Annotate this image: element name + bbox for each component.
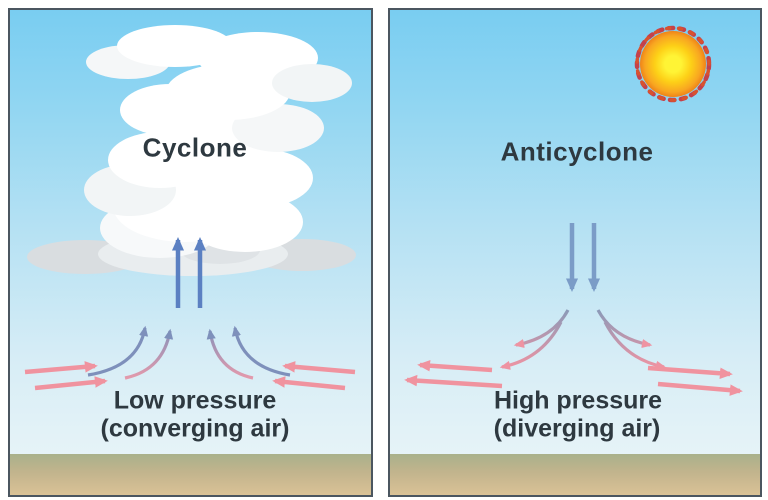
ground-left xyxy=(10,454,371,495)
ground-right xyxy=(390,454,760,495)
diverging-air-label: (diverging air) xyxy=(493,414,661,443)
converging-surface-wind-arrows xyxy=(24,361,356,391)
cumulonimbus-cloud-icon xyxy=(27,25,356,276)
cyclone-panel: Cyclone Low pressure (converging air) xyxy=(8,8,373,497)
downdraft-arrows xyxy=(565,223,601,293)
anticyclone-graphics xyxy=(404,25,743,396)
diverging-surface-wind-arrows xyxy=(404,359,743,396)
high-pressure-label: High pressure xyxy=(493,386,663,415)
anticyclone-title: Anticyclone xyxy=(500,136,654,167)
cyclone-graphics xyxy=(24,25,356,391)
converging-air-label: (converging air) xyxy=(100,414,290,443)
sun-icon xyxy=(634,25,712,103)
low-pressure-label: Low pressure xyxy=(113,386,277,415)
updraft-arrows xyxy=(171,236,207,308)
anticyclone-panel: Anticyclone High pressure (diverging air… xyxy=(388,8,762,497)
diverging-curve-arrows xyxy=(499,309,667,370)
converging-curve-arrows xyxy=(87,325,291,380)
cyclone-title: Cyclone xyxy=(142,132,248,163)
